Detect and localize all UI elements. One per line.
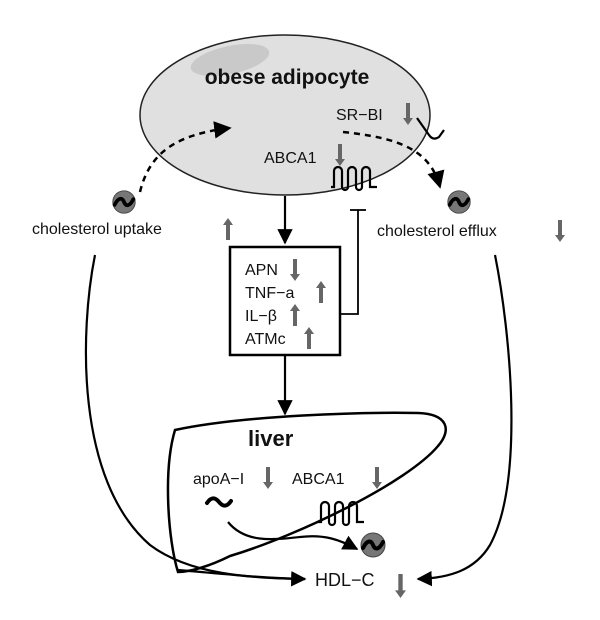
cholesterol-efflux-label: cholesterol efflux <box>377 223 497 240</box>
box-item-il: IL−β <box>245 308 277 325</box>
srbi-label: SR−BI <box>336 107 383 124</box>
down-arrow-icon <box>555 220 565 242</box>
liver-abca1-label: ABCA1 <box>292 471 345 488</box>
srbi-receptor-icon <box>416 117 445 140</box>
adipocyte-abca1-label: ABCA1 <box>264 150 317 167</box>
down-arrow-icon <box>395 574 406 598</box>
adipocyte-cell <box>139 34 431 196</box>
apoa-to-hdl-arrow <box>227 521 359 550</box>
uptake-dashed-arrow <box>138 121 232 193</box>
box-item-apn: APN <box>245 262 278 279</box>
cholesterol-molecule-icon <box>359 531 387 559</box>
box-item-tnf: TNF−a <box>245 285 294 302</box>
liver-to-hdl-line <box>177 568 306 581</box>
nucleus-shape <box>190 43 270 77</box>
adipocyte-title: obese adipocyte <box>205 66 370 89</box>
up-arrow-icon <box>223 218 233 240</box>
inhibition-line <box>340 210 359 315</box>
cholesterol-molecule-icon <box>110 188 138 216</box>
efflux-to-hdl-arrow <box>416 254 513 587</box>
apoa-molecule-icon <box>205 496 233 508</box>
hdl-label: HDL−C <box>315 570 375 590</box>
cholesterol-uptake-label: cholesterol uptake <box>32 221 162 238</box>
cholesterol-molecule-icon <box>445 188 473 216</box>
liver-outline <box>166 411 447 574</box>
box-item-atmc: ATMc <box>245 331 286 348</box>
apoa-label: apoA−I <box>193 471 244 488</box>
efflux-dashed-arrow <box>342 130 445 189</box>
liver-title: liver <box>248 426 294 451</box>
